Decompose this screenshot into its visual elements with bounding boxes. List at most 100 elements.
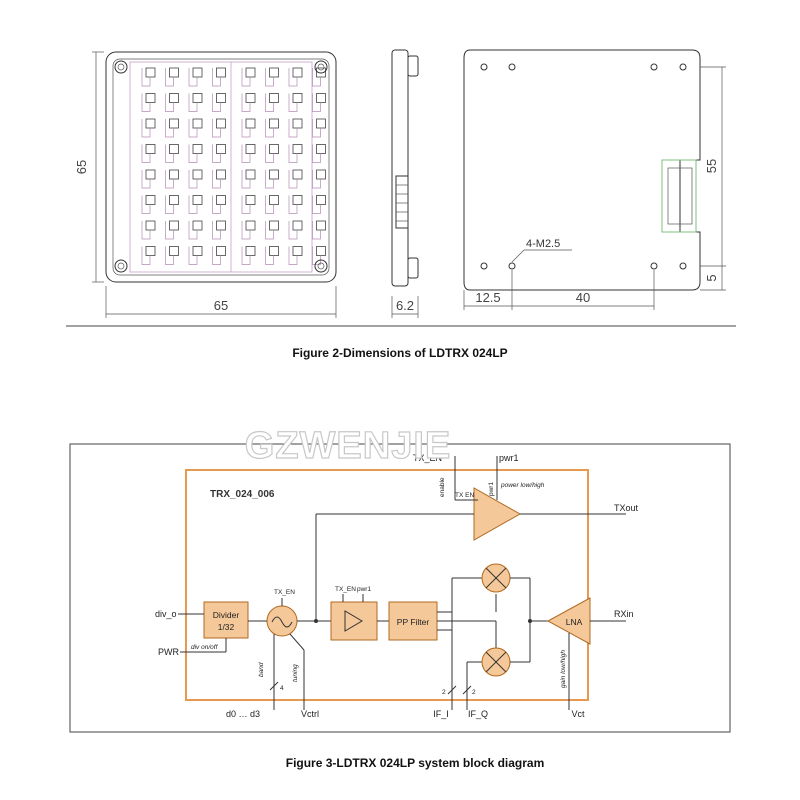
- diagram-outer-frame: [69, 443, 731, 733]
- antenna-patch: [245, 220, 256, 231]
- side-tab-top: [407, 55, 419, 77]
- label-power-low-high: power low/high: [500, 482, 545, 489]
- antenna-feed-line: [265, 170, 274, 189]
- antenna-feed-line: [165, 93, 174, 112]
- antenna-patch: [316, 220, 326, 231]
- antenna-patch: [216, 144, 226, 154]
- vco-sine-icon: [271, 616, 293, 628]
- antenna-feed-line: [188, 119, 198, 138]
- back-hole-tl-2: [508, 63, 516, 71]
- antenna-patch: [316, 246, 326, 256]
- antenna-patch: [192, 195, 203, 205]
- antenna-patch: [169, 144, 179, 154]
- antenna-feed-line: [241, 195, 251, 214]
- pp-filter-label: PP Filter: [397, 617, 430, 627]
- antenna-feed-line: [241, 221, 251, 240]
- front-outer-frame: [105, 51, 337, 283]
- pin-if-i: IF_I: [433, 709, 449, 719]
- pin-d0-d3: d0 … d3: [226, 709, 260, 719]
- back-hole-tr-2: [679, 63, 687, 71]
- antenna-patch: [245, 144, 256, 154]
- label-gain-low-high: gain low/high: [560, 650, 567, 688]
- back-hole-br-2: [679, 262, 687, 270]
- antenna-patch: [269, 195, 279, 205]
- back-span-label: 40: [576, 290, 590, 305]
- antenna-patch: [245, 67, 256, 78]
- divider-block: [203, 601, 249, 639]
- label-amp-tx-en: TX_EN: [335, 586, 356, 593]
- antenna-feed-line: [312, 170, 321, 189]
- mount-hole-br: [314, 259, 328, 273]
- module-boundary: [185, 469, 589, 701]
- antenna-patch: [245, 195, 256, 205]
- antenna-feed-line: [141, 246, 151, 265]
- mount-hole-bl: [114, 259, 128, 273]
- hole-callout-leader: [511, 249, 525, 263]
- label-tuning: tuning: [292, 664, 299, 682]
- antenna-feed-line: [188, 246, 198, 265]
- side-tab-bottom: [407, 257, 419, 279]
- antenna-patch: [145, 118, 156, 129]
- side-view: 6.2: [391, 49, 419, 318]
- antenna-feed-line: [141, 170, 151, 189]
- antenna-patch: [292, 169, 303, 180]
- antenna-feed-line: [141, 195, 151, 214]
- back-hole-tr-1: [650, 63, 658, 71]
- antenna-feed-line: [265, 93, 274, 112]
- antenna-patch-grid: [141, 62, 326, 272]
- side-connector: [395, 175, 409, 229]
- label-pwr1-small: pwr1: [488, 482, 495, 496]
- antenna-patch: [269, 67, 279, 78]
- antenna-patch: [192, 93, 203, 103]
- antenna-patch: [169, 220, 179, 231]
- label-enable: enable: [439, 477, 446, 497]
- antenna-patch: [145, 93, 156, 103]
- back-bottom-label: 5: [704, 274, 719, 281]
- antenna-patch: [269, 220, 279, 231]
- hole-callout-label: 4-M2.5: [526, 238, 560, 250]
- antenna-patch: [192, 67, 203, 78]
- antenna-patch: [269, 144, 279, 154]
- antenna-feed-line: [312, 221, 321, 240]
- back-connector-board: [661, 159, 697, 233]
- antenna-feed-line: [288, 170, 298, 189]
- antenna-feed-line: [165, 195, 174, 214]
- side-thickness-label: 6.2: [396, 298, 414, 313]
- antenna-patch: [169, 118, 179, 129]
- antenna-patch: [192, 246, 203, 256]
- antenna-feed-line: [312, 93, 321, 112]
- divider-ratio: 1/32: [218, 622, 235, 632]
- antenna-feed-line: [265, 144, 274, 163]
- antenna-feed-line: [288, 144, 298, 163]
- pin-if-q: IF_Q: [468, 709, 488, 719]
- figure2-caption: Figure 2-Dimensions of LDTRX 024LP: [292, 346, 507, 360]
- label-bus-2b: 2: [472, 689, 476, 696]
- antenna-patch: [145, 246, 156, 256]
- antenna-patch: [316, 93, 326, 103]
- watermark-logo: GZWENJIE: [245, 425, 451, 467]
- antenna-patch: [316, 195, 326, 205]
- antenna-patch: [216, 93, 226, 103]
- antenna-patch: [316, 67, 326, 78]
- antenna-patch: [169, 93, 179, 103]
- antenna-feed-line: [288, 195, 298, 214]
- antenna-feed-line: [288, 221, 298, 240]
- antenna-feed-line: [188, 195, 198, 214]
- antenna-patch: [245, 93, 256, 103]
- band-bus-slash: [269, 681, 279, 691]
- antenna-patch: [292, 246, 303, 256]
- module-name: TRX_024_006: [210, 489, 275, 500]
- antenna-patch: [316, 169, 326, 180]
- antenna-patch: [192, 144, 203, 154]
- front-inner-frame: [112, 58, 330, 276]
- antenna-feed-line: [188, 144, 198, 163]
- antenna-feed-line: [265, 221, 274, 240]
- pin-tx-en: TX_EN: [413, 453, 442, 463]
- antenna-feed-line: [241, 93, 251, 112]
- mount-hole-bl-inner: [117, 262, 125, 270]
- label-div-on-off: div on/off: [191, 644, 219, 651]
- divider-label: Divider: [213, 610, 240, 620]
- antenna-feed-line: [265, 195, 274, 214]
- figure2-dimensions: 65 65 6.2: [66, 49, 736, 360]
- antenna-patch: [292, 93, 303, 103]
